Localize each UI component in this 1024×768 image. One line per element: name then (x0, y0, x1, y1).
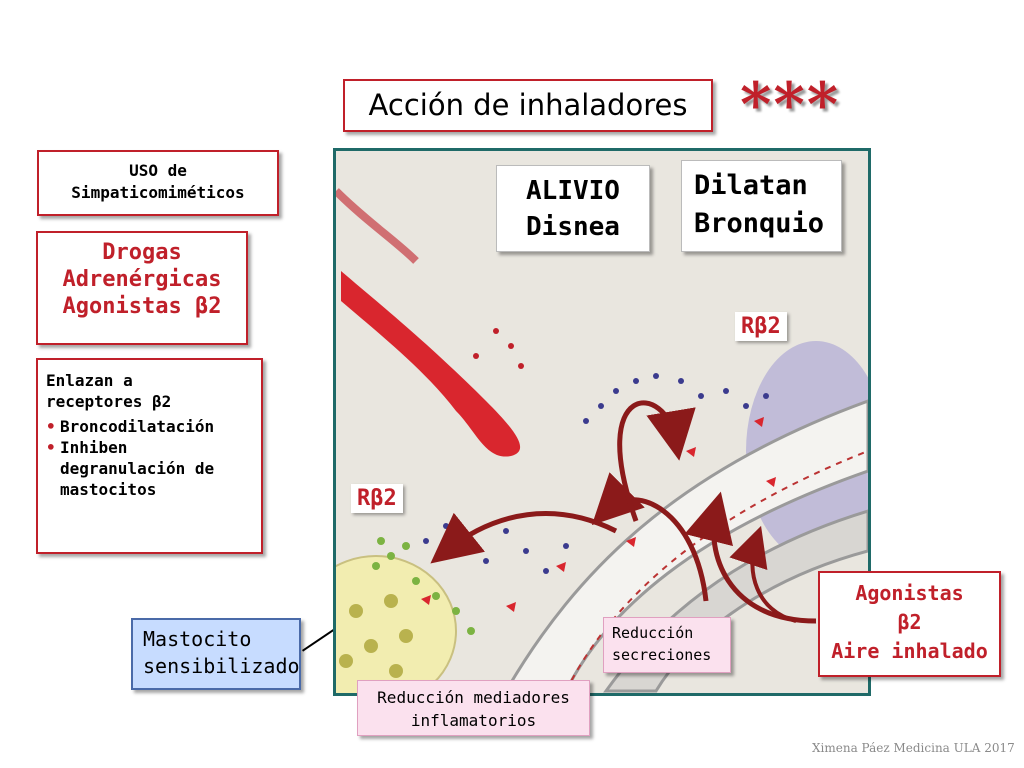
uso-box: USO de Simpaticomiméticos (37, 150, 279, 216)
alivio-box: ALIVIO Disnea (496, 165, 650, 252)
enlazan-line2: receptores β2 (46, 392, 172, 411)
reduccion-med-line2: inflamatorios (410, 711, 537, 730)
receptor-label-top: Rβ2 (735, 312, 787, 341)
agonistas-line3: Aire inhalado (831, 639, 988, 663)
alivio-line2: Disnea (526, 212, 620, 242)
stars-mark: *** (740, 70, 841, 140)
mastocito-box: Mastocito sensibilizado (131, 618, 301, 690)
reduccion-sec-line1: Reducción (612, 624, 694, 642)
enlazan-bullet: Broncodilatación (46, 416, 253, 437)
enlazan-list: Broncodilatación Inhiben degranulación d… (46, 416, 253, 500)
slide-title: Acción de inhaladores (343, 79, 713, 132)
alivio-line1: ALIVIO (526, 176, 620, 206)
enlazan-bullet: Inhiben degranulación de mastocitos (46, 437, 253, 500)
drogas-line2: Adrenérgicas (62, 267, 222, 292)
uso-line1: USO de (129, 161, 187, 180)
drogas-box: Drogas Adrenérgicas Agonistas β2 (36, 231, 248, 345)
uso-line2: Simpaticomiméticos (71, 183, 245, 202)
agonistas-line2: β2 (897, 610, 922, 634)
mastocito-line2: sensibilizado (143, 654, 300, 678)
credit-footer: Ximena Páez Medicina ULA 2017 (812, 741, 1015, 755)
reduccion-sec-line2: secreciones (612, 646, 712, 664)
dilatan-line2: Bronquio (694, 208, 825, 239)
reduccion-mediadores-box: Reducción mediadores inflamatorios (357, 680, 590, 736)
receptor-label-left: Rβ2 (351, 484, 403, 513)
dilatan-box: Dilatan Bronquio (681, 160, 842, 252)
enlazan-line1: Enlazan a (46, 371, 133, 390)
mastocito-line1: Mastocito (143, 627, 252, 651)
enlazan-box: Enlazan a receptores β2 Broncodilatación… (36, 358, 263, 554)
drogas-line3: Agonistas β2 (62, 294, 222, 319)
drogas-line1: Drogas (102, 240, 182, 265)
agonistas-box: Agonistas β2 Aire inhalado (818, 571, 1001, 677)
agonistas-line1: Agonistas (855, 581, 964, 605)
reduccion-med-line1: Reducción mediadores (377, 688, 570, 707)
reduccion-secreciones-box: Reducción secreciones (603, 617, 731, 673)
dilatan-line1: Dilatan (694, 170, 808, 201)
